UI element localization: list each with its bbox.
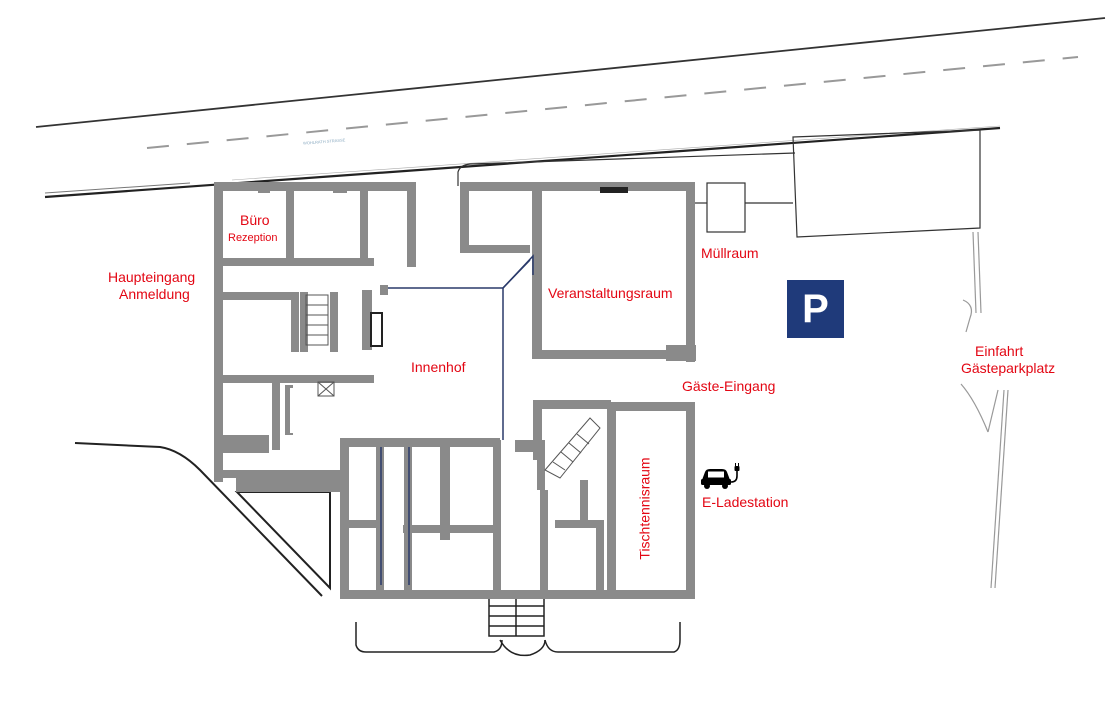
west-ramp — [74, 442, 323, 597]
label-charging-station: E-Ladestation — [702, 494, 789, 510]
label-driveway: Einfahrt — [975, 343, 1024, 359]
label-main-entrance: Haupteingang — [108, 269, 196, 285]
parking-area — [457, 129, 981, 238]
south-entrance — [355, 595, 681, 657]
label-waste-room: Müllraum — [701, 245, 759, 261]
label-reception: Rezeption — [228, 232, 278, 244]
label-event-hall: Veranstaltungsraum — [548, 285, 673, 301]
stairs — [305, 294, 601, 479]
label-office: Büro — [240, 212, 270, 228]
street — [35, 17, 1106, 199]
parking-sign-icon: P — [787, 280, 844, 338]
driveway — [960, 231, 1009, 589]
building-walls — [214, 182, 696, 599]
electric-car-charger-icon — [701, 463, 740, 489]
ramp-triangle — [234, 491, 331, 591]
label-table-tennis: Tischtennisraum — [636, 457, 653, 560]
label-registration: Anmeldung — [119, 286, 190, 302]
label-courtyard: Innenhof — [411, 359, 466, 375]
label-guest-entrance: Gäste-Eingang — [682, 378, 776, 394]
interior-spaces — [226, 193, 683, 587]
courtyard-outline — [380, 254, 534, 585]
label-guest-parking: Gästeparkplatz — [961, 360, 1056, 376]
